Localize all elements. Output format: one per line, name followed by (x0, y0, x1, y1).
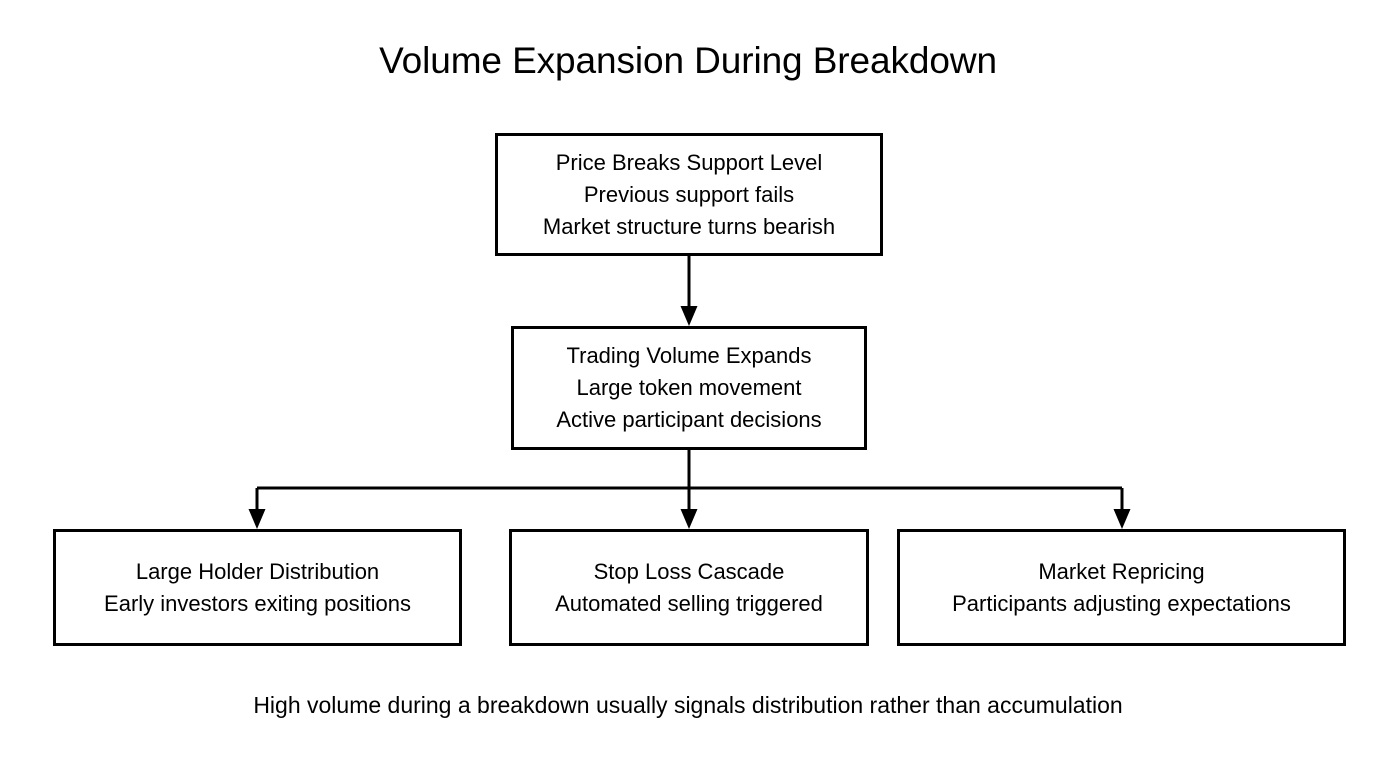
node-price-breaks-support-level[interactable]: Price Breaks Support Level Previous supp… (495, 133, 883, 256)
node-line-detail-1: Early investors exiting positions (104, 590, 411, 616)
edge-volume-expands-to-market-repricing (1113, 488, 1131, 529)
diagram-title: Volume Expansion During Breakdown (379, 40, 997, 81)
node-line-title: Large Holder Distribution (135, 558, 380, 584)
node-line-title: Stop Loss Cascade (593, 558, 785, 584)
diagram-caption: High volume during a breakdown usually s… (253, 692, 1123, 718)
edge-volume-expands-to-large-holder (248, 488, 266, 529)
node-line-detail-1: Participants adjusting expectations (952, 590, 1291, 616)
node-stop-loss-cascade[interactable]: Stop Loss Cascade Automated selling trig… (509, 529, 869, 646)
node-line-title: Market Repricing (1038, 558, 1205, 584)
node-market-repricing[interactable]: Market Repricing Participants adjusting … (897, 529, 1346, 646)
edge-volume-expands-to-stop-loss (680, 488, 698, 529)
node-large-holder-distribution[interactable]: Large Holder Distribution Early investor… (53, 529, 462, 646)
node-line-detail-2: Active participant decisions (556, 407, 822, 432)
node-trading-volume-expands[interactable]: Trading Volume Expands Large token movem… (511, 326, 867, 450)
node-line-detail-2: Market structure turns bearish (542, 213, 836, 239)
node-line-title: Price Breaks Support Level (555, 149, 823, 175)
edge-price-break-to-volume-expands (680, 256, 698, 326)
node-line-detail-1: Previous support fails (583, 181, 795, 207)
node-line-title: Trading Volume Expands (566, 343, 812, 368)
node-line-detail-1: Large token movement (576, 375, 802, 400)
node-line-detail-1: Automated selling triggered (555, 590, 823, 616)
